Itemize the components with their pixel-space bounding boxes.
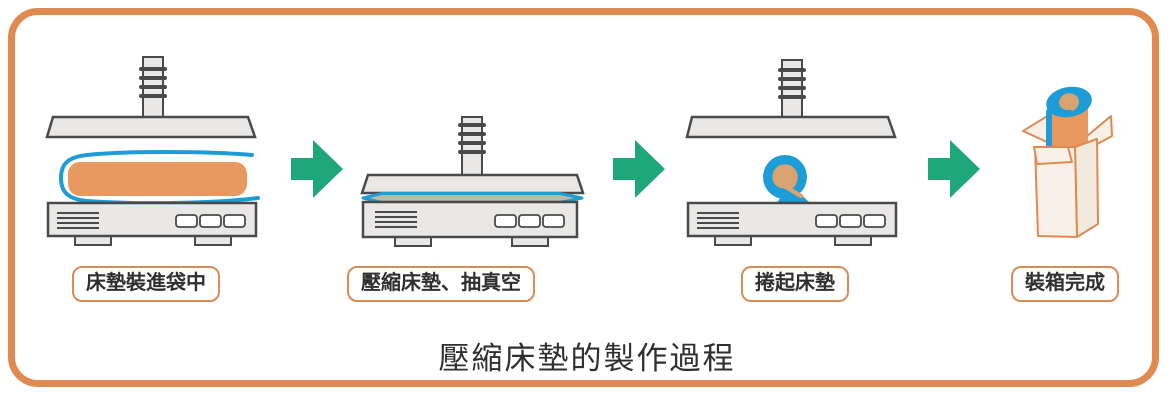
press-machine-compressing-icon [360,116,585,247]
press-plate [685,115,897,139]
arrow-right-icon [613,140,665,198]
packed-box-icon [1022,86,1113,238]
diagram-title: 壓縮床墊的製作過程 [438,341,736,376]
machine-vents [697,212,739,229]
mattress [68,162,247,196]
piston-rings [778,68,806,99]
machine-buttons [815,214,886,228]
rolled-mattress [1046,86,1092,150]
piston-rings [139,67,167,98]
arrow-right-icon [928,140,980,198]
press-plate [45,115,257,139]
press-machine-open-icon [45,56,260,246]
cardboard-box [1033,138,1099,238]
step-label-3: 捲起床墊 [741,266,849,302]
step-label-1: 床墊裝進袋中 [72,266,220,302]
machine-vents [57,212,99,229]
step-label-2: 壓縮床墊、抽真空 [347,266,535,302]
outer-border [8,8,1159,387]
rolled-mattress [763,155,810,203]
arrow-right-icon [291,140,343,198]
step-label-4: 裝箱完成 [1011,266,1119,302]
piston-rings [458,123,486,154]
press-plate [360,173,585,195]
machine-base [361,200,579,239]
machine-buttons [175,214,246,228]
press-machine-rolled-icon [685,59,898,246]
machine-vents [375,211,417,228]
machine-buttons [494,214,565,228]
